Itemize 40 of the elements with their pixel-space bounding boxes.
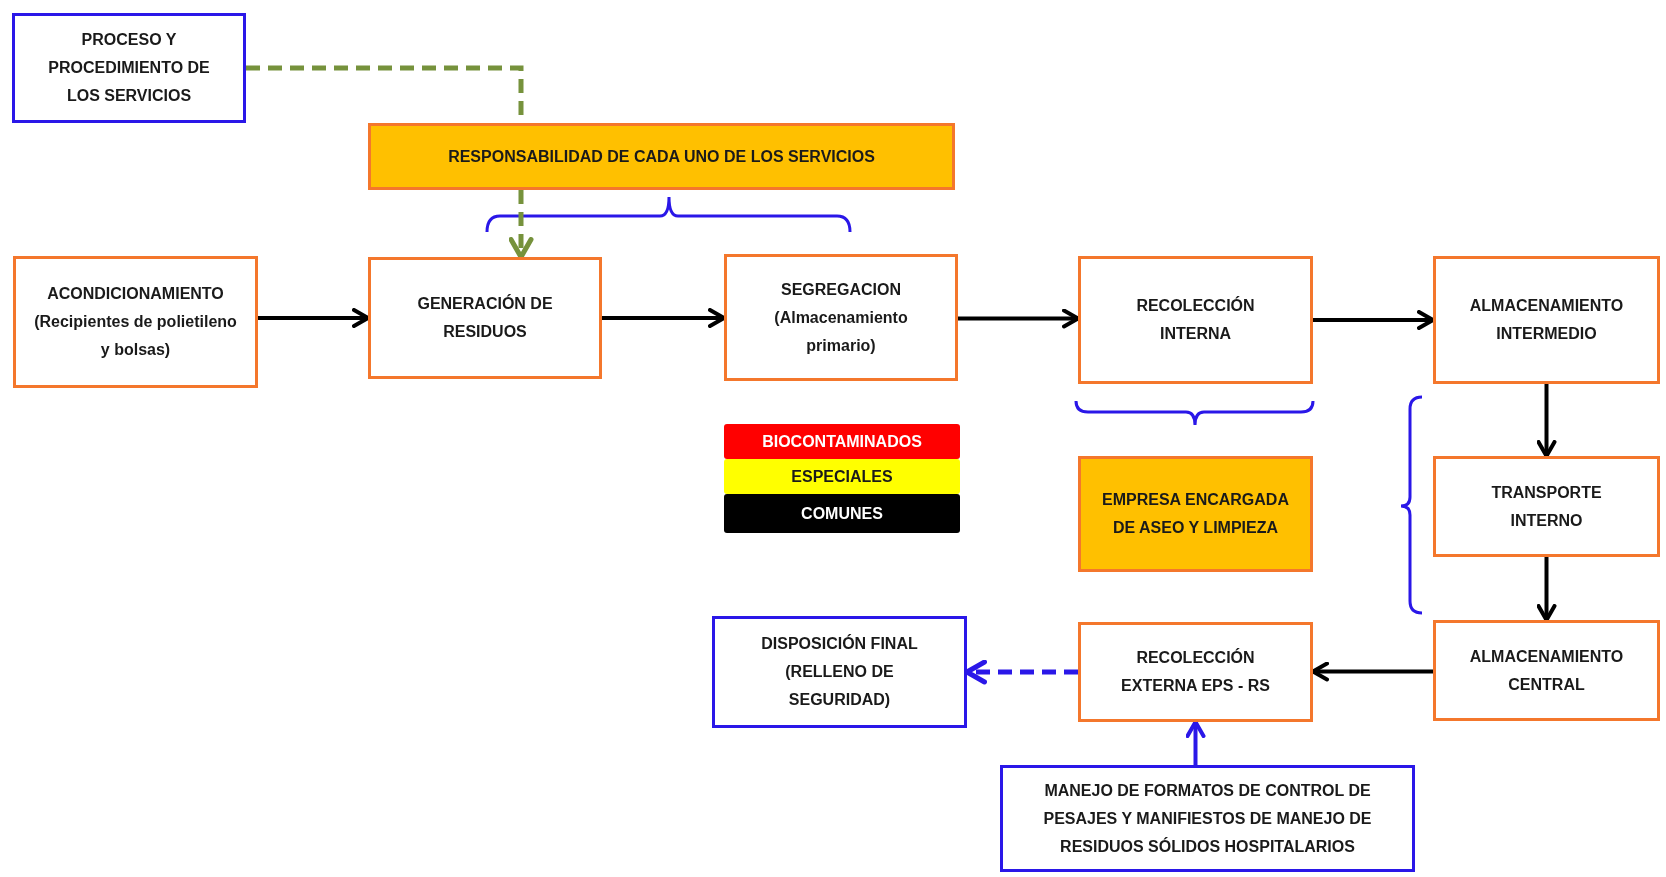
process-box xyxy=(1000,765,1415,872)
arrow xyxy=(1536,384,1557,458)
arrow xyxy=(1311,661,1433,682)
process-box xyxy=(12,13,246,123)
process-box xyxy=(724,254,958,381)
box-label: MANEJO DE FORMATOS DE CONTROL DE PESAJES Y MANIFIESTOS DE MANEJO DE RESIDUOS SÓLIDOS HOSPITALARIOS xyxy=(1042,780,1373,857)
arrow xyxy=(258,308,370,328)
process-box xyxy=(712,616,967,728)
box-label: PROCESO Y PROCEDIMIENTO DE LOS SERVICIOS xyxy=(47,30,211,106)
process-box xyxy=(1433,256,1660,384)
category-band xyxy=(724,459,960,494)
process-box xyxy=(13,256,258,388)
process-box xyxy=(368,123,955,190)
box-label: RESPONSABILIDAD DE CADA UNO DE LOS SERVICIOS xyxy=(448,146,875,167)
arrow xyxy=(602,308,726,328)
box-label: ESPECIALES xyxy=(791,466,893,487)
box-label: SEGREGACION (Almacenamiento primario) xyxy=(773,279,909,356)
process-box xyxy=(1433,620,1660,721)
box-label: BIOCONTAMINADOS xyxy=(762,431,922,452)
box-label: DISPOSICIÓN FINAL (RELLENO DE SEGURIDAD) xyxy=(760,633,919,710)
box-label: ALMACENAMIENTO CENTRAL xyxy=(1468,646,1625,695)
box-label: EMPRESA ENCARGADA DE ASEO Y LIMPIEZA xyxy=(1101,490,1290,538)
process-box xyxy=(1078,256,1313,384)
category-band xyxy=(724,494,960,533)
process-box xyxy=(368,257,602,379)
process-box xyxy=(1078,456,1313,572)
arrow xyxy=(958,308,1080,329)
box-label: RECOLECCIÓN EXTERNA EPS - RS xyxy=(1120,647,1271,696)
box-label: TRANSPORTE INTERNO xyxy=(1490,482,1603,531)
box-label: RECOLECCIÓN INTERNA xyxy=(1135,295,1256,344)
box-label: ACONDICIONAMIENTO (Recipientes de polietileno y bolsas) xyxy=(34,284,237,360)
box-label: GENERACIÓN DE RESIDUOS xyxy=(416,293,554,342)
arrow xyxy=(1313,310,1435,330)
box-label: COMUNES xyxy=(801,503,883,524)
process-box xyxy=(1078,622,1313,722)
box-label: ALMACENAMIENTO INTERMEDIO xyxy=(1468,296,1625,344)
process-box xyxy=(1433,456,1660,557)
arrow xyxy=(1185,720,1206,765)
arrow xyxy=(1536,557,1557,622)
category-band xyxy=(724,424,960,459)
